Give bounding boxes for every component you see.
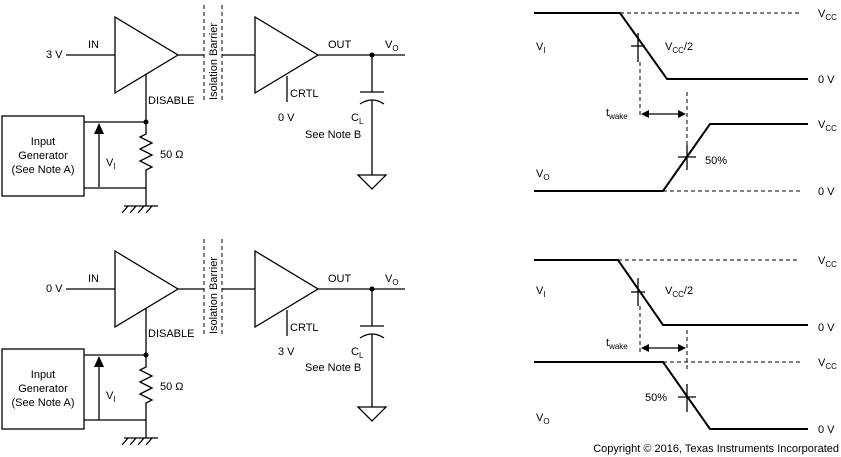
vcc-bottom-label: VCC	[818, 357, 837, 371]
copyright-notice: Copyright © 2016, Texas Instruments Inco…	[593, 443, 839, 455]
receiver-amplifier	[254, 249, 320, 329]
note-b-label: See Note B	[305, 129, 361, 141]
generator-line-3: (See Note A)	[12, 397, 75, 409]
in-label: IN	[88, 39, 99, 51]
generator-line-2: Generator	[18, 383, 68, 395]
vi-label: VI	[106, 157, 116, 171]
vo-label: VO	[536, 168, 550, 182]
barrier-label: Isolation Barrier	[208, 23, 220, 100]
chassis-ground-icon	[121, 188, 158, 214]
input-voltage-label: 0 V	[46, 283, 63, 295]
twake-arrow-right	[678, 110, 686, 118]
vo-label: VO	[536, 412, 550, 426]
vcc-half-label: VCC/2	[665, 285, 693, 299]
generator-line-1: Input	[31, 136, 55, 148]
vi-arrow-head	[94, 356, 104, 367]
circuit-1: 3 V IN Isolation Barrier OUT VO CRTL 0 V…	[1, 5, 405, 214]
resistor-label: 50 Ω	[160, 149, 184, 161]
vcc-half-label: VCC/2	[665, 41, 693, 55]
vo-label: VO	[385, 39, 399, 53]
crtl-label: CRTL	[290, 88, 319, 100]
zero-top-label: 0 V	[818, 322, 835, 334]
disable-label: DISABLE	[148, 328, 194, 340]
twake-arrow-left	[641, 110, 649, 118]
resistor-label: 50 Ω	[160, 381, 184, 393]
in-label: IN	[88, 273, 99, 285]
note-b-label: See Note B	[305, 362, 361, 374]
vi-arrow-head	[94, 123, 104, 134]
zero-top-label: 0 V	[818, 74, 835, 86]
twake-arrow-left	[641, 344, 649, 352]
vo-label: VO	[385, 273, 399, 287]
vcc-top-label: VCC	[818, 8, 837, 22]
barrier-label: Isolation Barrier	[208, 257, 220, 334]
circuit-2: 0 V IN Isolation Barrier OUT VO CRTL 3 V…	[1, 239, 405, 446]
resistor-50-ohm	[138, 355, 154, 420]
crtl-label: CRTL	[290, 322, 319, 334]
twake-arrow-right	[678, 344, 686, 352]
waveform-2: VCC VI VCC/2 0 V twake VCC 50% VO 0 V	[534, 255, 837, 436]
cl-label: CL	[351, 346, 364, 360]
vcc-bottom-label: VCC	[818, 119, 837, 133]
resistor-50-ohm	[138, 122, 154, 188]
twake-label: twake	[606, 107, 628, 121]
receiver-amplifier	[254, 15, 320, 95]
twake-label: twake	[606, 337, 628, 351]
zero-bottom-label: 0 V	[818, 186, 835, 198]
vi-label: VI	[106, 390, 116, 404]
out-label: OUT	[328, 273, 352, 285]
disable-label: DISABLE	[148, 95, 194, 107]
vo-waveform	[534, 361, 808, 430]
input-generator-box	[1, 115, 85, 197]
crtl-voltage-label: 0 V	[278, 112, 295, 124]
zero-bottom-label: 0 V	[818, 424, 835, 436]
waveform-1: VCC VI VCC/2 0 V twake VCC 50% VO 0 V	[534, 8, 837, 198]
crtl-voltage-label: 3 V	[278, 346, 295, 358]
cl-label: CL	[351, 112, 364, 126]
isolation-barrier	[204, 5, 222, 103]
vcc-top-label: VCC	[818, 255, 837, 269]
vi-label: VI	[536, 285, 546, 299]
percent-label: 50%	[705, 155, 727, 167]
chassis-ground-icon	[121, 420, 158, 446]
vo-waveform	[534, 123, 808, 192]
isolation-barrier	[204, 239, 222, 337]
ground-symbol	[356, 406, 388, 422]
generator-line-3: (See Note A)	[12, 164, 75, 176]
percent-label: 50%	[645, 392, 667, 404]
generator-line-1: Input	[31, 369, 55, 381]
input-generator-box	[1, 348, 85, 430]
vi-label: VI	[536, 41, 546, 55]
ground-symbol	[356, 174, 388, 190]
out-label: OUT	[328, 39, 352, 51]
input-voltage-label: 3 V	[46, 49, 63, 61]
generator-line-2: Generator	[18, 150, 68, 162]
